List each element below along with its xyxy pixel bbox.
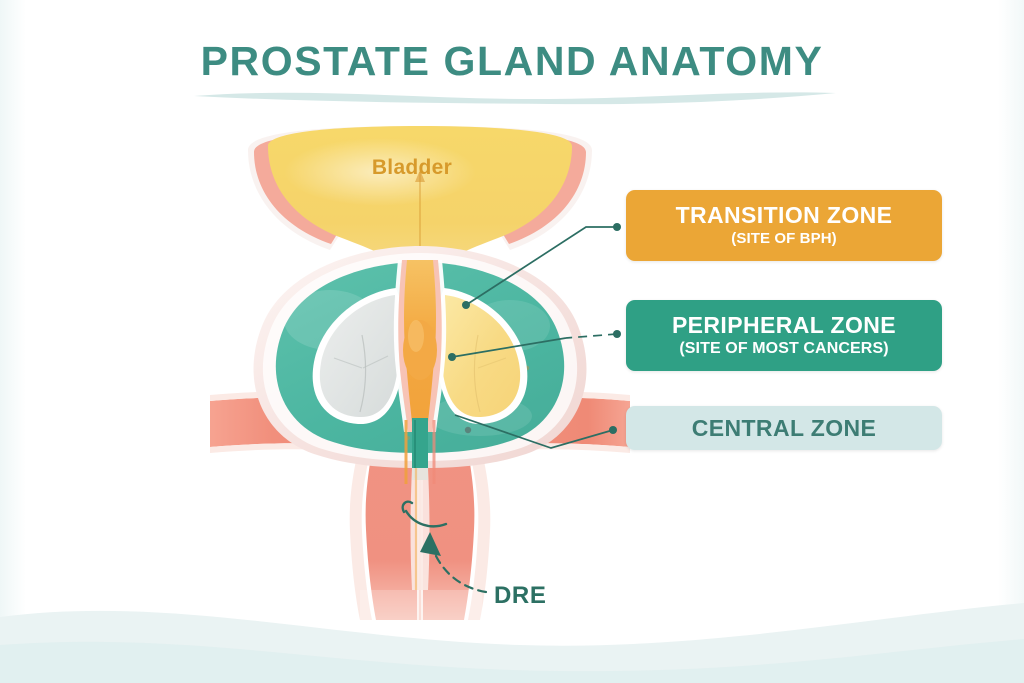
central-zone-region — [312, 288, 405, 425]
membranous-urethra — [410, 468, 430, 590]
right-edge-tint — [998, 0, 1024, 683]
title-underline-wave — [194, 92, 836, 105]
left-edge-tint — [0, 0, 26, 683]
legend-item-transition-zone[interactable]: TRANSITION ZONE (SITE OF BPH) — [626, 190, 942, 261]
legend-subtitle-peripheral-zone: (SITE OF MOST CANCERS) — [679, 340, 889, 358]
legend-item-peripheral-zone[interactable]: PERIPHERAL ZONE (SITE OF MOST CANCERS) — [626, 300, 942, 371]
legend-title-central-zone: CENTRAL ZONE — [691, 414, 877, 441]
legend-title-peripheral-zone: PERIPHERAL ZONE — [671, 311, 897, 338]
bladder-group — [248, 126, 592, 288]
urethra-group — [393, 260, 447, 484]
dre-label: DRE — [494, 582, 547, 609]
legend-subtitle-transition-zone: (SITE OF BPH) — [731, 230, 837, 248]
page-title: PROSTATE GLAND ANATOMY — [200, 38, 824, 84]
bladder-label: Bladder — [371, 156, 453, 179]
legend-item-central-zone[interactable]: CENTRAL ZONE — [626, 406, 942, 450]
prostate-anatomy-illustration — [210, 126, 630, 620]
legend-title-transition-zone: TRANSITION ZONE — [675, 201, 893, 228]
